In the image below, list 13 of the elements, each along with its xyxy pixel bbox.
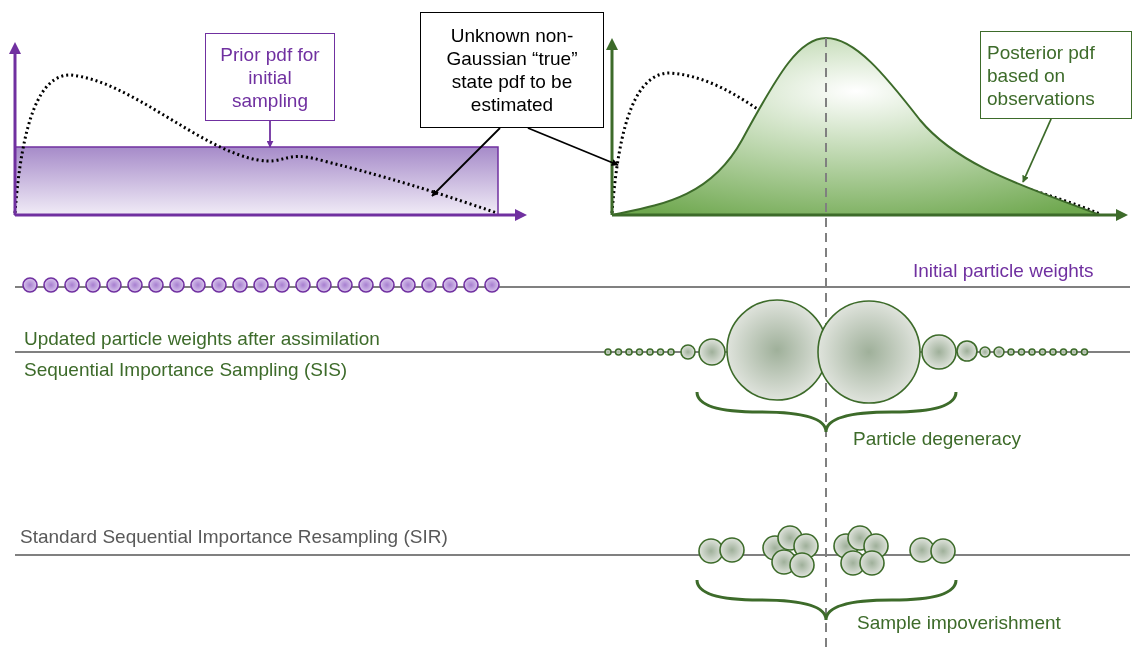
posterior-pdf-area — [611, 37, 1101, 216]
callout-box: Prior pdf for initial sampling — [205, 33, 335, 121]
annotation-text: Sample impoverishment — [857, 612, 1061, 634]
leader-line — [1022, 118, 1052, 183]
row-label: Updated particle weights after assimilation — [24, 328, 380, 350]
leader-line — [266, 120, 274, 148]
leader-line — [527, 127, 619, 166]
row-label: Standard Sequential Importance Resampling (SIR) — [20, 526, 448, 548]
row-label: Sequential Importance Sampling (SIS) — [24, 359, 348, 381]
row-label: Initial particle weights — [913, 260, 1094, 282]
annotation-text: Particle degeneracy — [853, 428, 1021, 450]
callout-box: Unknown non-Gaussian “true” state pdf to be estimated — [420, 12, 604, 128]
callout-box: Posterior pdf based on observations — [980, 31, 1132, 119]
